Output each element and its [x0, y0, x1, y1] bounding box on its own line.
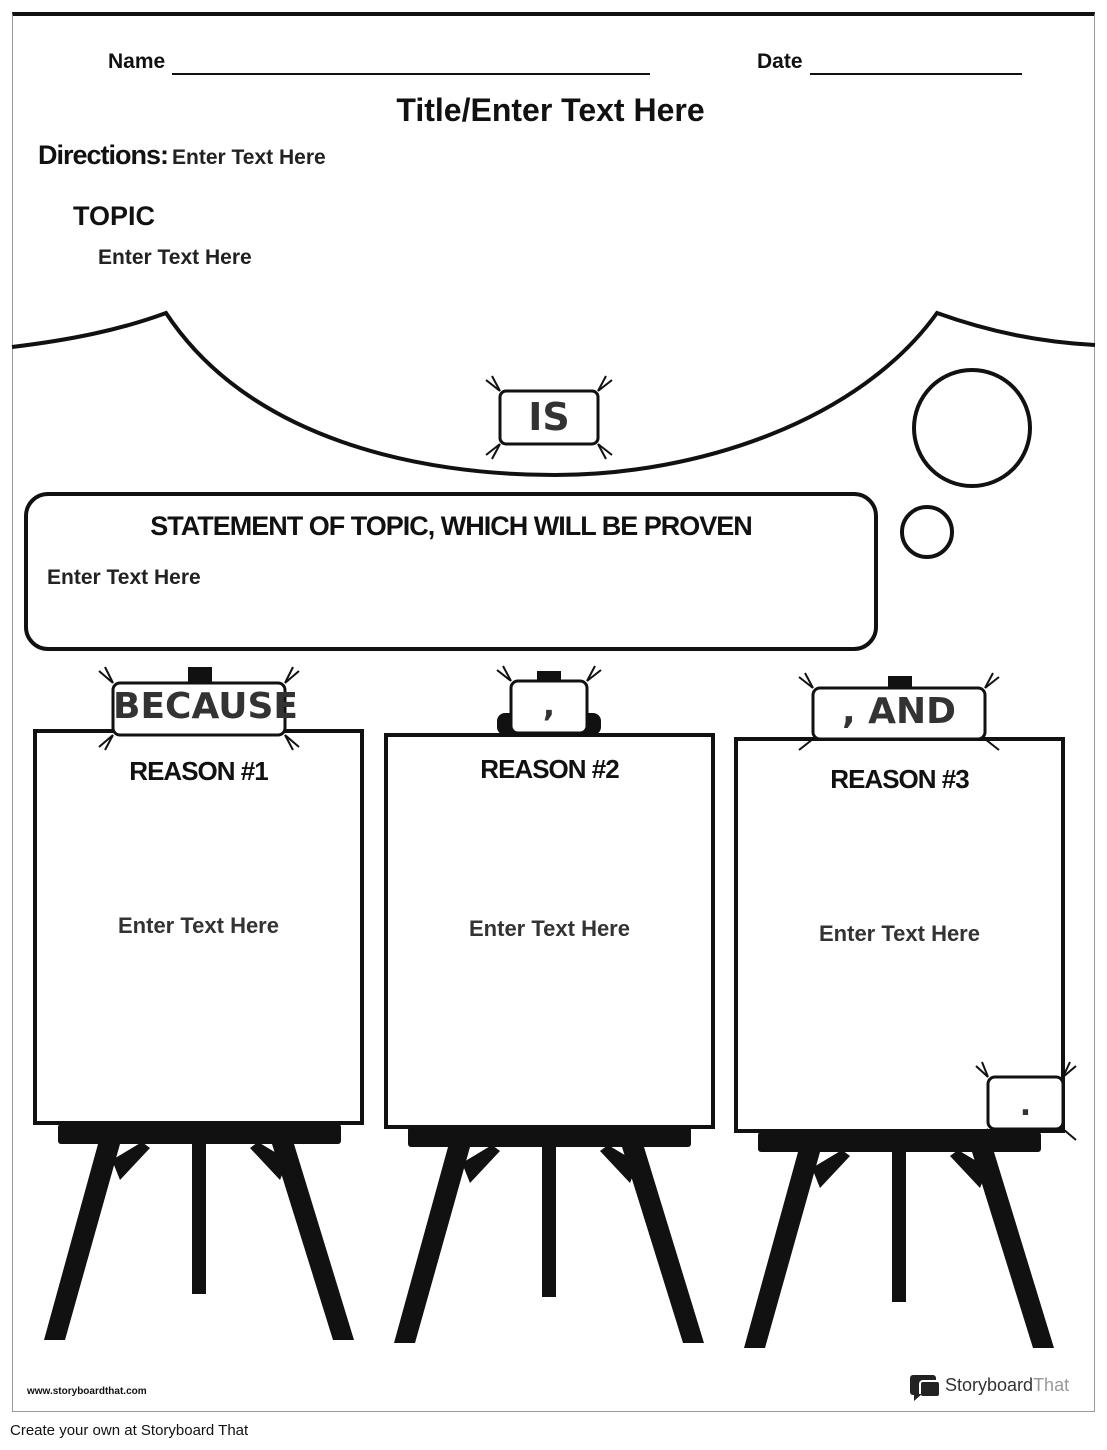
reason-1-text[interactable]: Enter Text Here	[118, 913, 279, 938]
is-connector: IS	[528, 395, 570, 439]
and-badge-frame	[798, 672, 1000, 751]
directions-label: Directions:	[38, 140, 169, 170]
easel-1	[33, 667, 364, 1340]
because-connector: BECAUSE	[113, 686, 298, 727]
topic-label: TOPIC	[73, 201, 156, 231]
website-url[interactable]: www.storyboardthat.com	[27, 1386, 147, 1397]
storyboardthat-logo-icon	[910, 1375, 941, 1401]
name-field[interactable]	[172, 73, 650, 75]
brand-that: That	[1033, 1375, 1070, 1395]
reason-1-label: REASON #1	[129, 756, 268, 786]
statement-box	[24, 492, 878, 651]
directions-text[interactable]: Enter Text Here	[172, 146, 326, 169]
statement-heading: STATEMENT OF TOPIC, WHICH WILL BE PROVEN	[150, 511, 753, 541]
reason-3-label: REASON #3	[830, 764, 969, 794]
thought-bubble-small	[900, 505, 954, 559]
is-badge-frame	[485, 375, 613, 460]
period-badge-frame	[975, 1061, 1077, 1141]
thought-bubble-large	[912, 368, 1032, 488]
comma-badge-frame	[496, 665, 602, 735]
period-connector: .	[1019, 1088, 1032, 1123]
reason-2-text[interactable]: Enter Text Here	[469, 916, 630, 941]
date-label: Date	[757, 50, 803, 73]
easel-2	[384, 671, 715, 1343]
comma-connector: ,	[542, 686, 556, 724]
easel-3	[734, 676, 1065, 1348]
page-title[interactable]: Title/Enter Text Here	[396, 92, 705, 128]
thought-cloud	[11, 310, 1096, 478]
date-field[interactable]	[810, 73, 1022, 75]
reason-2-label: REASON #2	[480, 754, 619, 784]
statement-text[interactable]: Enter Text Here	[47, 566, 201, 589]
storyboardthat-brand[interactable]: StoryboardThat	[945, 1375, 1069, 1396]
name-label: Name	[108, 50, 166, 73]
brand-storyboard: Storyboard	[945, 1375, 1034, 1395]
because-badge-frame	[98, 666, 300, 751]
create-your-own-link[interactable]: Create your own at Storyboard That	[10, 1422, 249, 1439]
and-connector: , AND	[841, 691, 957, 732]
topic-text[interactable]: Enter Text Here	[98, 246, 252, 269]
reason-3-text[interactable]: Enter Text Here	[819, 921, 980, 946]
